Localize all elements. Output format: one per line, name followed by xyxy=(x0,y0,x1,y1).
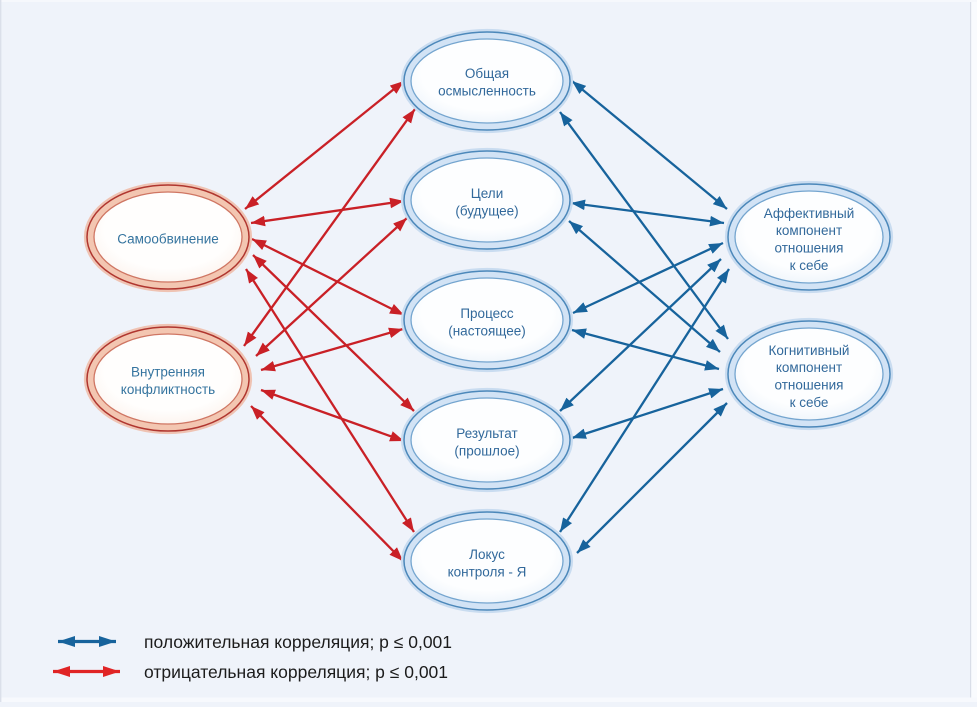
svg-text:положительная корреляция; p ≤: положительная корреляция; p ≤ 0,001 xyxy=(144,632,452,652)
svg-text:Общая: Общая xyxy=(465,66,509,81)
svg-text:Аффективный: Аффективный xyxy=(764,206,855,221)
svg-text:к себе: к себе xyxy=(790,395,829,410)
svg-text:(прошлое): (прошлое) xyxy=(454,443,519,458)
svg-text:Внутренняя: Внутренняя xyxy=(131,364,205,379)
svg-text:осмысленность: осмысленность xyxy=(438,84,536,99)
svg-text:Локус: Локус xyxy=(469,547,505,562)
svg-text:отрицательная корреляция; p ≤: отрицательная корреляция; p ≤ 0,001 xyxy=(144,662,448,682)
svg-text:отношения: отношения xyxy=(774,378,843,393)
svg-text:Результат: Результат xyxy=(456,426,517,441)
svg-text:(настоящее): (настоящее) xyxy=(448,323,526,338)
svg-text:(будущее): (будущее) xyxy=(455,203,518,218)
svg-text:компонент: компонент xyxy=(776,360,842,375)
svg-text:компонент: компонент xyxy=(776,223,842,238)
svg-text:отношения: отношения xyxy=(774,241,843,256)
svg-text:Цели: Цели xyxy=(471,186,503,201)
svg-text:Когнитивный: Когнитивный xyxy=(769,343,850,358)
svg-text:конфликтность: конфликтность xyxy=(121,382,215,397)
svg-text:к себе: к себе xyxy=(790,258,829,273)
svg-text:контроля - Я: контроля - Я xyxy=(448,564,527,579)
svg-text:Самообвинение: Самообвинение xyxy=(117,231,219,246)
svg-text:Процесс: Процесс xyxy=(460,306,514,321)
